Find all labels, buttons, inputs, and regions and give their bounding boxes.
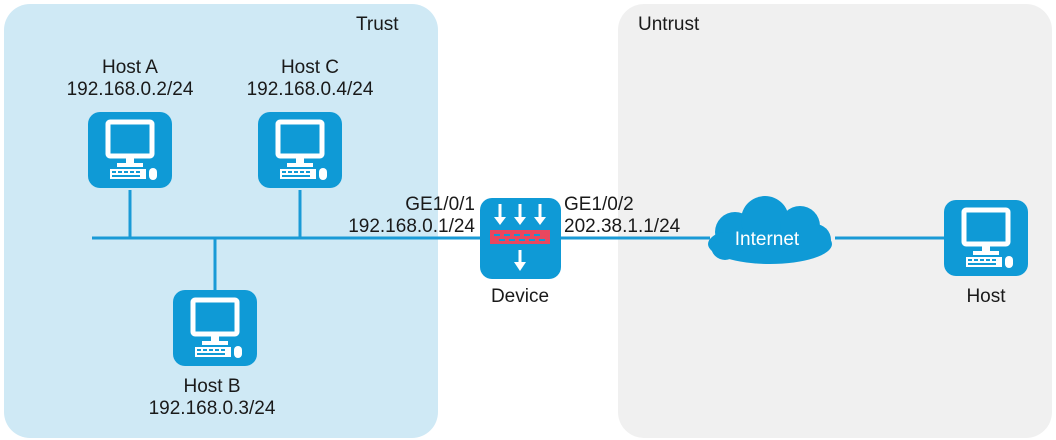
- host-c-label: Host C 192.168.0.4/24: [247, 57, 374, 101]
- firewall-icon[interactable]: [480, 198, 561, 279]
- host-c-ip: 192.168.0.4/24: [246, 79, 374, 100]
- ge1-0-2-ip: 202.38.1.1/24: [564, 216, 681, 237]
- ge1-0-2-label: GE1/0/2 202.38.1.1/24: [564, 194, 680, 238]
- host-a-ip: 192.168.0.2/24: [66, 79, 194, 100]
- ge1-0-1-name: GE1/0/1: [405, 194, 475, 215]
- host-b-name: Host B: [183, 376, 241, 397]
- ge1-0-1-ip: 192.168.0.1/24: [348, 216, 475, 237]
- ge1-0-1-label: GE1/0/1 192.168.0.1/24: [340, 194, 475, 238]
- remote-host-label: Host: [966, 286, 1006, 307]
- device-label: Device: [490, 286, 550, 307]
- host-a-icon[interactable]: [88, 112, 172, 188]
- untrust-zone: [618, 4, 1052, 438]
- host-b-ip: 192.168.0.3/24: [148, 398, 276, 419]
- host-a-name: Host A: [102, 57, 158, 78]
- remote-host-icon[interactable]: [944, 200, 1028, 276]
- host-b-label: Host B 192.168.0.3/24: [149, 376, 276, 420]
- ge1-0-2-name: GE1/0/2: [564, 194, 634, 215]
- internet-cloud-icon: [708, 196, 832, 264]
- host-c-name: Host C: [280, 57, 340, 78]
- trust-zone-label: Trust: [356, 14, 399, 35]
- internet-label: Internet: [734, 229, 800, 250]
- host-b-icon[interactable]: [173, 290, 257, 366]
- host-a-label: Host A 192.168.0.2/24: [67, 57, 194, 101]
- untrust-zone-label: Untrust: [638, 14, 700, 35]
- host-c-icon[interactable]: [258, 112, 342, 188]
